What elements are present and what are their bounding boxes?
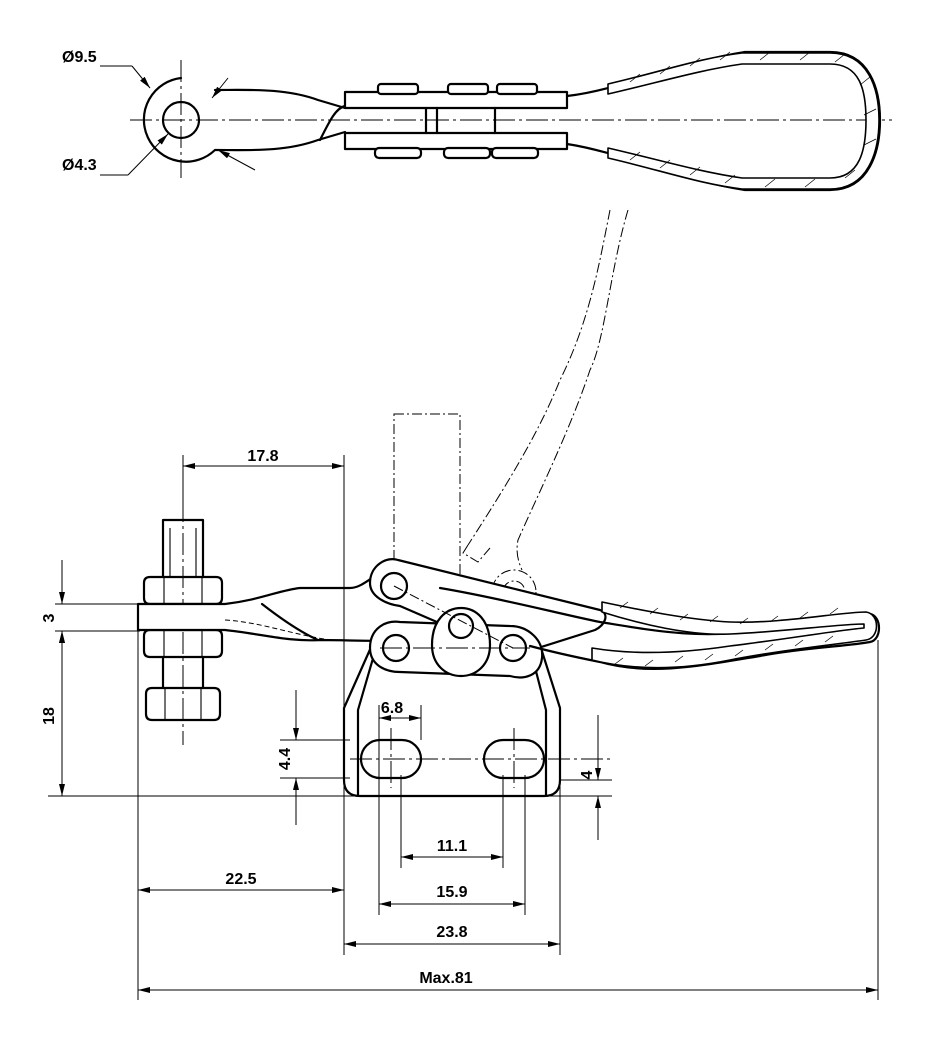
clamp-linkage — [368, 558, 607, 679]
handle-grip-sleeve — [607, 52, 880, 190]
dim-max-81: Max.81 — [419, 970, 472, 987]
dia43-leader-a — [127, 133, 169, 176]
dim-23-8: 23.8 — [436, 924, 467, 941]
dim-22-5: 22.5 — [225, 871, 256, 888]
handle-grip — [591, 601, 878, 669]
arm-twist-line — [318, 104, 347, 142]
clamp-handle — [438, 586, 881, 670]
handle-outline — [438, 586, 881, 670]
rivet-2-bottom — [442, 146, 492, 160]
arm-hidden-line — [224, 619, 331, 641]
rivet-1-top — [376, 82, 420, 96]
upper-link — [368, 558, 607, 662]
phantom-handle-tip — [462, 544, 491, 563]
dim-3: 3 — [41, 613, 58, 622]
rivet-2-top — [446, 82, 490, 96]
dim-11-1: 11.1 — [437, 838, 467, 855]
arm-twist-curve — [260, 602, 320, 642]
handle-body — [565, 50, 882, 192]
dim-6-8: 6.8 — [381, 700, 403, 717]
top-view: Ø9.5 Ø4.3 — [62, 49, 892, 192]
dim-18: 18 — [41, 707, 58, 725]
arm-eye-upper — [213, 88, 347, 110]
dimensions: 17.8 3 18 6.8 4.4 4 11.1 15.9 23.8 22.5 — [41, 448, 879, 1000]
phantom-spindle-raised — [393, 413, 461, 575]
center-pivot-hole — [447, 612, 475, 640]
dim-17-8: 17.8 — [247, 448, 278, 465]
dia95-leader-a — [131, 65, 151, 89]
clamp-spindle — [142, 500, 224, 745]
dia43-leader-b — [217, 149, 256, 171]
linkage-axis — [393, 585, 514, 649]
base-flange-l — [356, 646, 378, 797]
top-arm-eye — [142, 60, 347, 178]
rivet-3-top — [495, 82, 539, 96]
phantom-handle-outer — [467, 209, 611, 546]
rivet-3-bottom — [490, 146, 540, 160]
dia95-leader-b — [211, 77, 229, 99]
hole-diameter-label: Ø4.3 — [62, 157, 97, 174]
front-view — [136, 209, 881, 798]
top-dia-callouts: Ø9.5 Ø4.3 — [62, 49, 256, 176]
phantom-handle-inner — [516, 209, 629, 571]
arm-eye-outline — [142, 76, 347, 163]
dim-15-9: 15.9 — [436, 884, 467, 901]
handle-grip-hatch — [614, 601, 839, 667]
rivet-1-bottom — [373, 146, 423, 160]
lower-link-plate — [343, 131, 569, 151]
top-handle — [565, 50, 882, 192]
dim-4: 4 — [579, 770, 596, 779]
top-pivot-block — [343, 82, 569, 160]
outer-diameter-label: Ø9.5 — [62, 49, 97, 66]
center-link — [430, 606, 492, 678]
grip-hatch — [629, 51, 877, 188]
dim-4-4: 4.4 — [277, 748, 294, 770]
